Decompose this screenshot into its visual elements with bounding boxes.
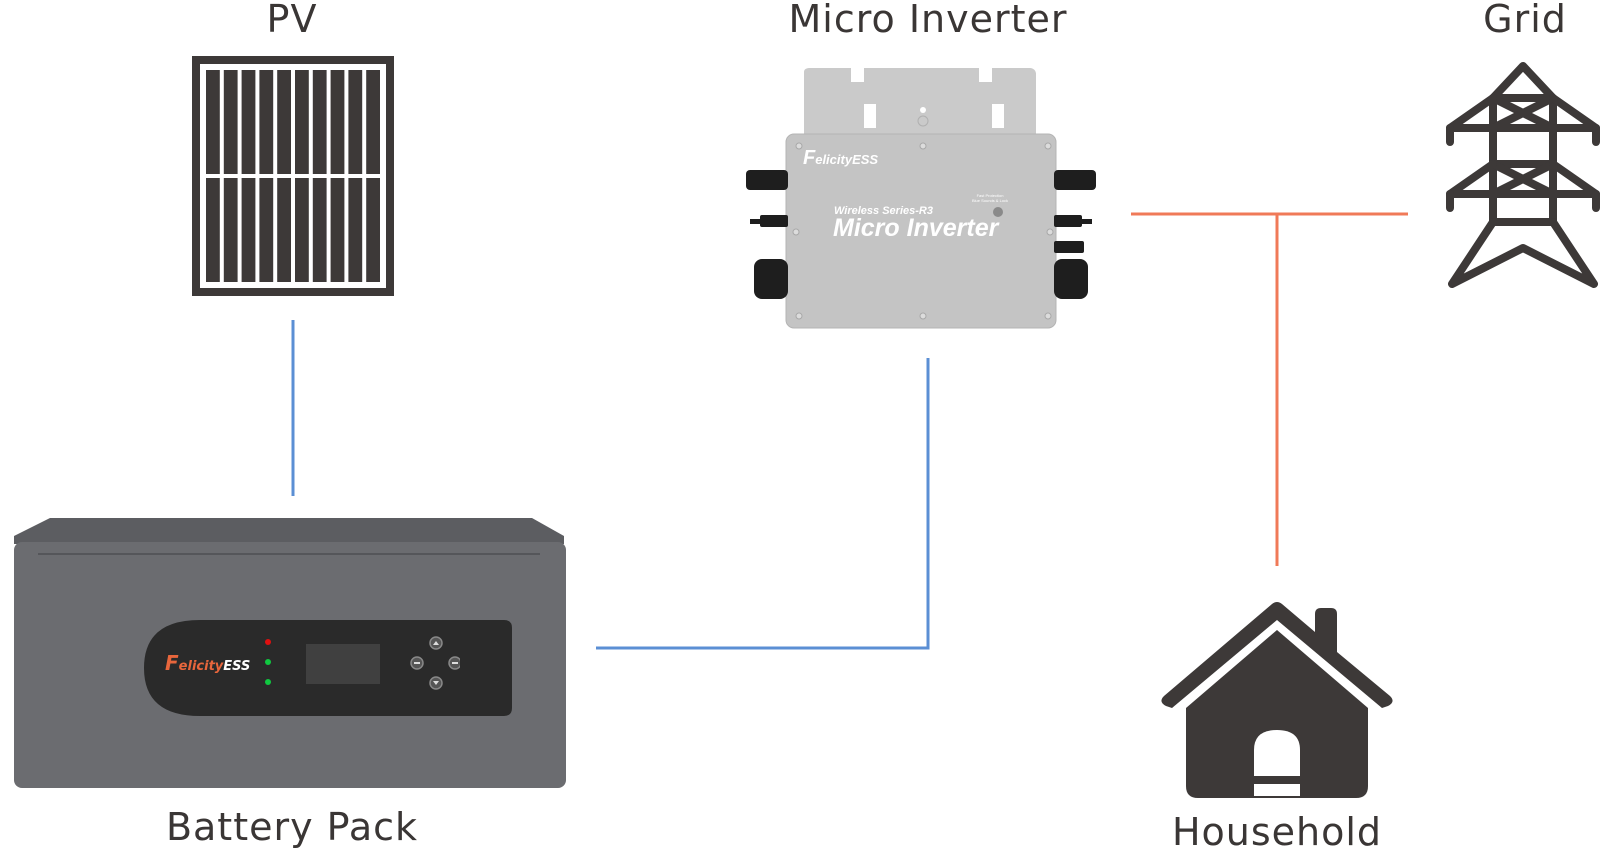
solar-cell [241, 178, 256, 282]
left-button[interactable] [410, 656, 424, 670]
battery-to-inverter-line [596, 358, 930, 650]
solar-cell [206, 178, 220, 282]
house-icon [1161, 602, 1393, 798]
down-button[interactable] [429, 676, 443, 690]
solar-cell [277, 70, 291, 174]
battery-brand-initial: F [165, 651, 179, 675]
battery-brand-logo: FelicityESS [165, 651, 250, 675]
status-led-green [265, 679, 271, 685]
grid-label: Grid [1483, 0, 1567, 41]
solar-panel-icon [192, 56, 394, 296]
pv-label: PV [266, 0, 318, 41]
household-label: Household [1171, 810, 1383, 854]
inverter-brand-logo: FelicityESS [803, 147, 878, 170]
solar-cell [312, 70, 327, 174]
power-tower-icon [1446, 62, 1600, 288]
solar-cell [348, 70, 363, 174]
solar-cell [223, 178, 238, 282]
solar-cell [295, 70, 309, 174]
solar-cell [277, 178, 291, 282]
battery-brand-suffix: ESS [223, 659, 251, 674]
battery-brand-mid: elicity [178, 659, 224, 674]
status-led-red [265, 639, 271, 645]
solar-cell [295, 178, 309, 282]
solar-cell [223, 70, 238, 174]
solar-cell [348, 178, 363, 282]
solar-cell [366, 178, 380, 282]
battery-control-buttons [410, 636, 460, 690]
inverter-brand-initial: F [803, 147, 816, 169]
solar-cell [330, 178, 345, 282]
solar-cell [312, 178, 327, 282]
micro-inverter-label: Micro Inverter [788, 0, 1068, 41]
right-button[interactable] [448, 656, 460, 670]
battery-pack-label: Battery Pack [165, 805, 419, 849]
battery-pack-device [14, 518, 566, 788]
up-button[interactable] [429, 636, 443, 650]
inverter-brand-rest: elicityESS [815, 152, 879, 167]
solar-cell [330, 70, 345, 174]
micro-inverter-device [746, 68, 1096, 329]
inverter-series-text: Wireless Series-R3 [834, 205, 933, 217]
solar-cell [241, 70, 256, 174]
status-led-green [265, 659, 271, 665]
solar-cell [259, 178, 274, 282]
inverter-indicator-caption: Fast Protection Blue Sounds & Lock [972, 193, 1009, 203]
solar-cell [259, 70, 274, 174]
solar-cell [206, 70, 220, 174]
solar-cell [366, 70, 380, 174]
inverter-model-text: Micro Inverter [833, 214, 999, 242]
